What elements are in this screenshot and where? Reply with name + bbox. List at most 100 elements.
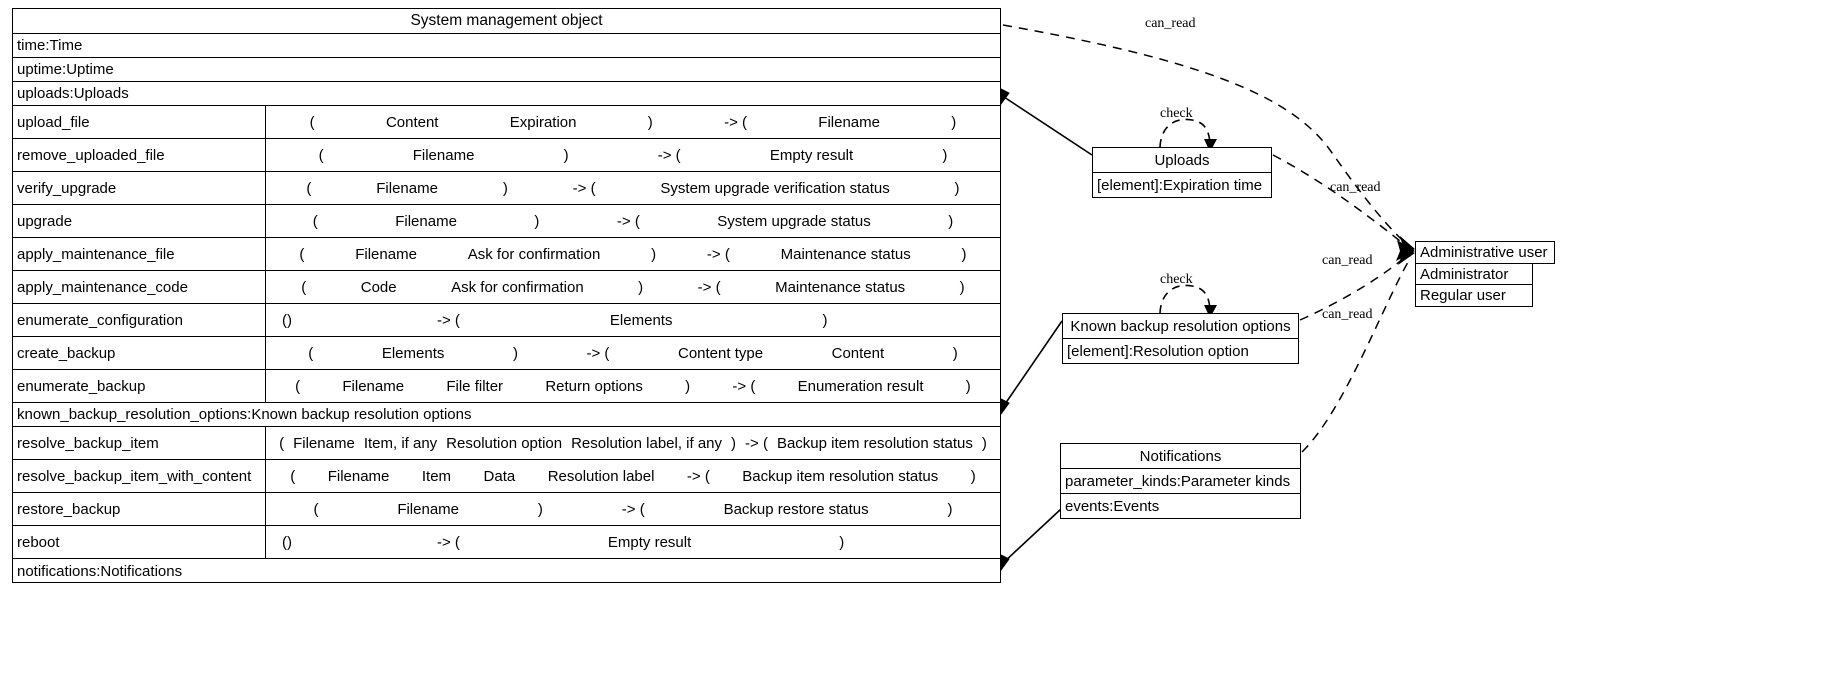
operation-name: resolve_backup_item bbox=[13, 427, 266, 459]
sig-token: ) bbox=[951, 113, 957, 131]
operation-row: verify_upgrade ( Filename ) -> ( System … bbox=[13, 172, 1000, 205]
sig-token: ( bbox=[318, 146, 324, 164]
sig-token: Ask for confirmation bbox=[467, 245, 601, 263]
sig-token: ) bbox=[959, 278, 965, 296]
sig-token: ( bbox=[308, 344, 314, 362]
operation-row: upload_file ( Content Expiration ) -> ( … bbox=[13, 106, 1000, 139]
sig-token: ) bbox=[947, 500, 953, 518]
operation-name: reboot bbox=[13, 526, 266, 558]
operation-signature: ( Filename File filter Return options ) … bbox=[266, 370, 1000, 402]
sig-token: Return options bbox=[545, 377, 643, 395]
class-title-system-management-object: System management object bbox=[13, 9, 1000, 34]
edge-label-can-read-3: can_read bbox=[1322, 253, 1373, 268]
operation-row: resolve_backup_item_with_content ( Filen… bbox=[13, 460, 1000, 493]
operation-name: resolve_backup_item_with_content bbox=[13, 460, 266, 492]
sig-arrow: -> ( bbox=[437, 311, 460, 329]
operation-signature: ( Filename ) -> ( System upgrade status … bbox=[266, 205, 1000, 237]
dependency-can-read-1 bbox=[1002, 24, 1411, 248]
sig-token: Filename bbox=[355, 245, 417, 263]
composition-line-kbro bbox=[1002, 320, 1063, 408]
attribute-notifications: notifications:Notifications bbox=[17, 562, 183, 580]
operation-row: apply_maintenance_file ( Filename Ask fo… bbox=[13, 238, 1000, 271]
sig-token: ) bbox=[981, 434, 987, 452]
sig-token: ) bbox=[839, 533, 845, 551]
sig-token: ) bbox=[952, 344, 958, 362]
operation-signature: ( Filename ) -> ( Backup restore status … bbox=[266, 493, 1000, 525]
sig-token: ) bbox=[961, 245, 967, 263]
sig-token: ) bbox=[954, 179, 960, 197]
sig-token: ) bbox=[647, 113, 653, 131]
sig-token: ) bbox=[731, 434, 737, 452]
sig-token: Elements bbox=[609, 311, 673, 329]
operation-row: create_backup ( Elements ) -> ( Content … bbox=[13, 337, 1000, 370]
sig-token: Expiration bbox=[509, 113, 577, 131]
operation-name: remove_uploaded_file bbox=[13, 139, 266, 171]
sig-token: Backup item resolution status bbox=[776, 434, 973, 452]
sig-token: ) bbox=[948, 212, 954, 230]
attribute-uploads: uploads:Uploads bbox=[13, 82, 1000, 106]
sig-token: Item bbox=[421, 467, 452, 485]
sig-token: System upgrade verification status bbox=[660, 179, 890, 197]
sig-token: Filename bbox=[818, 113, 880, 131]
sig-token: Maintenance status bbox=[775, 278, 906, 296]
sig-arrow: -> ( bbox=[657, 146, 681, 164]
attribute-parameter-kinds: parameter_kinds:Parameter kinds bbox=[1061, 469, 1300, 494]
dependency-can-read-2 bbox=[1272, 154, 1411, 250]
operation-row: apply_maintenance_code ( Code Ask for co… bbox=[13, 271, 1000, 304]
sig-arrow: -> ( bbox=[621, 500, 645, 518]
attribute-kbro-element: [element]:Resolution option bbox=[1067, 343, 1249, 360]
sig-token: Content type bbox=[677, 344, 764, 362]
sig-token: () bbox=[282, 533, 292, 551]
sig-token: ) bbox=[502, 179, 508, 197]
check-arrow-uploads bbox=[1159, 118, 1211, 148]
sig-token: ) bbox=[512, 344, 518, 362]
sig-token: ( bbox=[295, 377, 301, 395]
edge-label-can-read-1: can_read bbox=[1145, 16, 1196, 31]
sig-token: ) bbox=[970, 467, 976, 485]
operation-name: verify_upgrade bbox=[13, 172, 266, 204]
sig-token: Filename bbox=[397, 500, 460, 518]
class-system-management-object: System management object time:Time uptim… bbox=[12, 8, 1001, 583]
attribute-uptime: uptime:Uptime bbox=[13, 58, 1000, 82]
operation-name: apply_maintenance_file bbox=[13, 238, 266, 270]
operation-signature: ( Filename ) -> ( Empty result ) bbox=[266, 139, 1000, 171]
actor-role-regular-user: Regular user bbox=[1415, 284, 1533, 307]
sig-token: ) bbox=[563, 146, 569, 164]
operation-row: restore_backup ( Filename ) -> ( Backup … bbox=[13, 493, 1000, 526]
operation-name: enumerate_backup bbox=[13, 370, 266, 402]
sig-token: Data bbox=[483, 467, 516, 485]
sig-token: Filename bbox=[395, 212, 457, 230]
class-notifications: Notifications parameter_kinds:Parameter … bbox=[1060, 443, 1301, 519]
sig-token: Filename bbox=[293, 434, 355, 452]
class-uploads: Uploads [element]:Expiration time bbox=[1092, 147, 1272, 198]
sig-token: ( bbox=[301, 278, 307, 296]
operation-name: create_backup bbox=[13, 337, 266, 369]
operation-name: upgrade bbox=[13, 205, 266, 237]
sig-arrow: -> ( bbox=[724, 113, 747, 131]
operation-signature: () -> ( Elements ) bbox=[266, 304, 1000, 336]
sig-arrow: -> ( bbox=[616, 212, 640, 230]
attribute-events: events:Events bbox=[1065, 498, 1160, 515]
edge-label-can-read-2: can_read bbox=[1330, 180, 1381, 195]
sig-token: Backup item resolution status bbox=[742, 467, 939, 485]
sig-token: Enumeration result bbox=[797, 377, 924, 395]
class-title-known-backup-resolution-options: Known backup resolution options bbox=[1063, 314, 1298, 339]
sig-token: ) bbox=[965, 377, 971, 395]
sig-token: Ask for confirmation bbox=[451, 278, 584, 296]
operation-signature: ( Code Ask for confirmation ) -> ( Maint… bbox=[266, 271, 1000, 303]
sig-token: Filename bbox=[327, 467, 390, 485]
operation-signature: ( Elements ) -> ( Content type Content ) bbox=[266, 337, 1000, 369]
class-known-backup-resolution-options: Known backup resolution options [element… bbox=[1062, 313, 1299, 364]
operation-row: enumerate_backup ( Filename File filter … bbox=[13, 370, 1000, 403]
operation-signature: () -> ( Empty result ) bbox=[266, 526, 1000, 558]
operation-signature: ( Filename Item Data Resolution label ->… bbox=[266, 460, 1000, 492]
sig-token: ) bbox=[537, 500, 543, 518]
class-title-administrative-user: Administrative user bbox=[1415, 241, 1555, 264]
sig-token: Empty result bbox=[607, 533, 692, 551]
sig-arrow: -> ( bbox=[732, 377, 756, 395]
sig-arrow: -> ( bbox=[686, 467, 710, 485]
class-title-uploads: Uploads bbox=[1093, 148, 1271, 173]
sig-token: ( bbox=[306, 179, 312, 197]
sig-token: Content bbox=[831, 344, 885, 362]
edge-label-can-read-4: can_read bbox=[1322, 307, 1373, 322]
